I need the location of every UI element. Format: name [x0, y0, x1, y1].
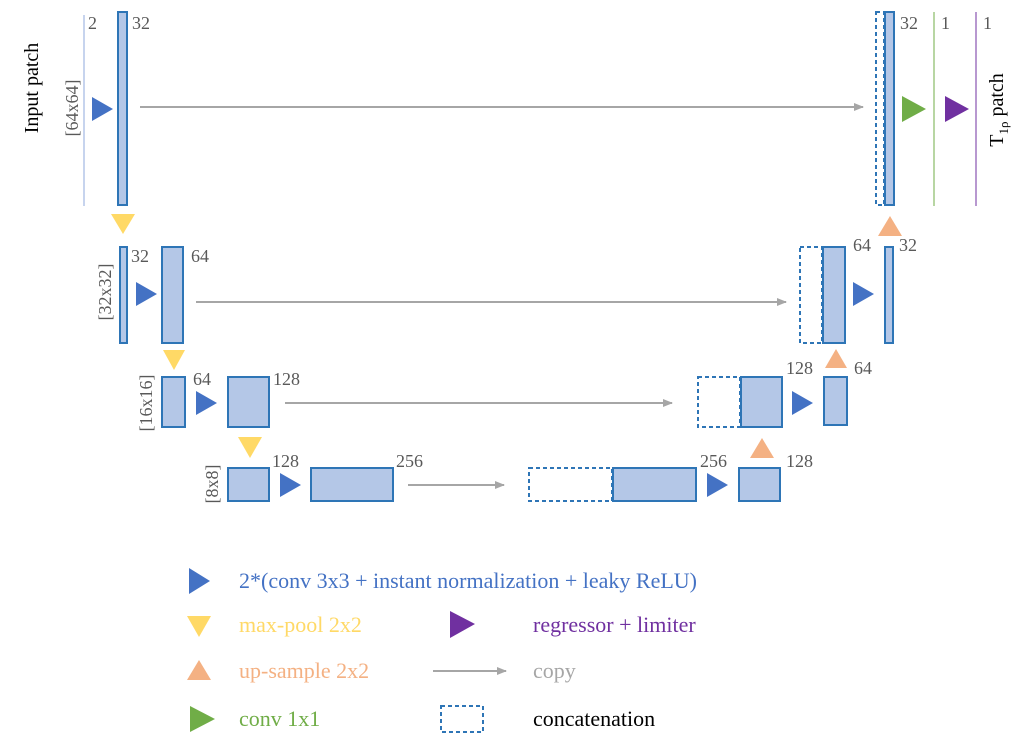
feature-map-l2-dec	[822, 246, 846, 344]
concat-box-l2	[799, 246, 823, 344]
conv1x1-arrow-icon	[190, 706, 215, 732]
maxpool-arrow-icon	[111, 214, 135, 234]
label-l3-up: 64	[854, 358, 872, 378]
conv-arrow-icon	[707, 473, 728, 497]
output-patch-label: T1ρ patch	[986, 73, 1011, 147]
feature-map-l2-up	[884, 246, 894, 344]
maxpool-arrow-icon	[187, 616, 211, 637]
conv-arrow-icon	[196, 391, 217, 415]
upsample-arrow-icon	[878, 216, 902, 236]
conv-arrow-icon	[189, 568, 210, 594]
conv-arrow-icon	[792, 391, 813, 415]
concat-box-icon	[440, 705, 484, 733]
upsample-arrow-icon	[825, 349, 847, 368]
upsample-arrow-icon	[750, 438, 774, 458]
conv-arrow-icon	[136, 282, 157, 306]
label-l1-in: 2	[88, 13, 97, 33]
label-l4-enc: 256	[396, 451, 423, 471]
conv-arrow-icon	[853, 282, 874, 306]
legend-conv-label: 2*(conv 3x3 + instant normalization + le…	[239, 568, 697, 593]
label-l3-dec: 128	[786, 358, 813, 378]
feature-map-l2-pool	[119, 246, 128, 344]
label-l3-enc: 128	[273, 369, 300, 389]
label-l1-enc: 32	[132, 13, 150, 33]
input-patch-label: Input patch	[21, 43, 43, 134]
label-l2-dec: 64	[853, 235, 871, 255]
maxpool-arrow-icon	[238, 437, 262, 458]
maxpool-arrow-icon	[163, 350, 185, 370]
regressor-arrow-icon	[450, 611, 475, 638]
feature-map-l4-up	[738, 467, 781, 502]
feature-map-l3-pool	[161, 376, 186, 428]
label-l4-up: 128	[786, 451, 813, 471]
feature-map-l4-enc	[310, 467, 394, 502]
label-l1-dec: 32	[900, 13, 918, 33]
feature-map-l4-pool	[227, 467, 270, 502]
feature-map-l4-dec	[612, 467, 697, 502]
concat-box-l4	[528, 467, 613, 502]
label-l2-pool: 32	[131, 246, 149, 266]
label-l2-up: 32	[899, 235, 917, 255]
legend-conv1x1-label: conv 1x1	[239, 706, 320, 731]
feature-map-l1-enc	[117, 11, 128, 206]
label-l1-out: 1	[983, 13, 992, 33]
feature-map-l3-up	[823, 376, 848, 426]
conv-arrow-icon	[92, 97, 113, 121]
concat-box-l1	[875, 11, 885, 206]
legend-maxpool-label: max-pool 2x2	[239, 612, 362, 637]
feature-map-l3-dec	[740, 376, 783, 428]
upsample-arrow-icon	[187, 660, 211, 680]
feature-map-l2-enc	[161, 246, 184, 344]
conv1x1-arrow-icon	[902, 96, 926, 122]
label-l1-conv1: 1	[941, 13, 950, 33]
conv-arrow-icon	[280, 473, 301, 497]
level1-size-label: [64x64]	[62, 80, 82, 137]
label-l4-pool: 128	[272, 451, 299, 471]
concat-box-l3	[697, 376, 741, 428]
level4-size-label: [8x8]	[202, 465, 222, 504]
feature-map-l1-dec	[884, 11, 895, 206]
label-l4-dec: 256	[700, 451, 727, 471]
label-l2-enc: 64	[191, 246, 209, 266]
legend-concat-label: concatenation	[533, 706, 655, 731]
regressor-arrow-icon	[945, 96, 969, 122]
feature-map-l3-enc	[227, 376, 270, 428]
legend-copy-label: copy	[533, 658, 576, 683]
legend-regressor-label: regressor + limiter	[533, 612, 696, 637]
label-l3-pool: 64	[193, 369, 211, 389]
level3-size-label: [16x16]	[136, 375, 156, 432]
level2-size-label: [32x32]	[95, 264, 115, 321]
legend-upsample-label: up-sample 2x2	[239, 658, 369, 683]
